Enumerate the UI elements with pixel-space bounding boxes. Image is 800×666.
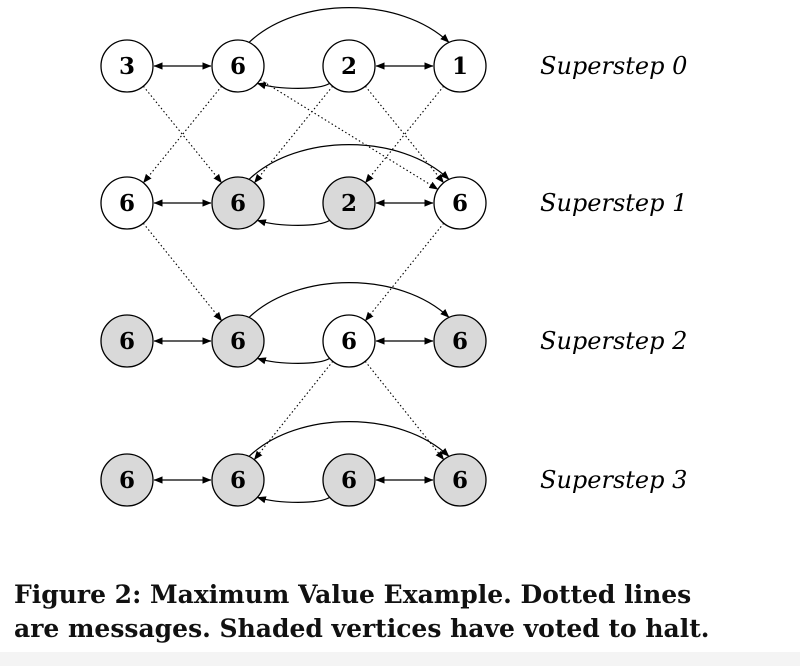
vertex: 6 <box>100 453 154 507</box>
vertex: 2 <box>322 39 376 93</box>
halted-vertex-circle <box>211 176 265 230</box>
directed-edge-bottom <box>256 219 330 227</box>
vertex-value: 3 <box>119 53 135 80</box>
vertex: 6 <box>433 453 487 507</box>
vertex-value: 6 <box>119 467 135 494</box>
active-vertex-circle <box>211 39 265 93</box>
vertex-value: 6 <box>341 328 357 355</box>
halted-vertex-circle <box>433 453 487 507</box>
vertex-value: 6 <box>452 328 468 355</box>
halted-vertex-circle <box>322 453 376 507</box>
directed-edge-top <box>248 282 450 318</box>
active-vertex-circle <box>322 39 376 93</box>
superstep-label: Superstep 3 <box>540 466 687 494</box>
vertex: 1 <box>433 39 487 93</box>
message-arrow <box>253 360 334 461</box>
message-arrow <box>259 79 439 190</box>
vertex: 6 <box>322 453 376 507</box>
caption-line-1: Figure 2: Maximum Value Example. Dotted … <box>14 580 692 609</box>
superstep-label: Superstep 2 <box>540 327 687 355</box>
active-vertex-circle <box>433 176 487 230</box>
vertex: 6 <box>100 314 154 368</box>
vertex: 6 <box>211 176 265 230</box>
message-arrow <box>142 222 223 322</box>
message-arrow <box>142 85 223 184</box>
vertex: 3 <box>100 39 154 93</box>
directed-edge-top <box>248 7 450 43</box>
message-layer <box>142 79 445 461</box>
directed-edge-top <box>248 421 450 457</box>
active-vertex-circle <box>100 176 154 230</box>
vertex: 6 <box>211 453 265 507</box>
caption-line-2: are messages. Shaded vertices have voted… <box>14 614 710 643</box>
vertex: 2 <box>322 176 376 230</box>
message-arrow <box>364 85 445 184</box>
active-vertex-circle <box>322 314 376 368</box>
vertex-value: 6 <box>230 190 246 217</box>
vertex: 6 <box>211 39 265 93</box>
directed-edge-bottom <box>256 357 330 365</box>
halted-vertex-circle <box>211 314 265 368</box>
halted-vertex-circle <box>433 314 487 368</box>
vertex-layer: 3 6 2 1 6 6 2 6 6 6 6 6 6 6 6 6 <box>100 39 487 507</box>
halted-vertex-circle <box>100 314 154 368</box>
figure-caption: Figure 2: Maximum Value Example. Dotted … <box>14 578 794 646</box>
vertex-value: 6 <box>452 467 468 494</box>
message-arrow <box>364 222 445 322</box>
message-arrow <box>364 85 445 184</box>
vertex-value: 6 <box>119 328 135 355</box>
vertex-value: 6 <box>119 190 135 217</box>
superstep-labels: Superstep 0 Superstep 1 Superstep 2 Superst… <box>540 52 687 494</box>
vertex-value: 2 <box>341 53 357 80</box>
vertex-value: 1 <box>452 53 468 80</box>
superstep-label: Superstep 0 <box>540 52 687 80</box>
vertex: 6 <box>100 176 154 230</box>
vertex-value: 6 <box>452 190 468 217</box>
message-arrow <box>364 360 445 461</box>
message-arrow <box>253 85 334 184</box>
vertex: 6 <box>322 314 376 368</box>
directed-edge-bottom <box>256 82 330 90</box>
directed-edge-top <box>248 144 450 180</box>
bottom-strip <box>0 652 800 666</box>
active-vertex-circle <box>100 39 154 93</box>
active-vertex-circle <box>433 39 487 93</box>
message-arrow <box>142 85 223 184</box>
vertex-value: 6 <box>230 467 246 494</box>
vertex-value: 6 <box>230 53 246 80</box>
vertex-value: 6 <box>230 328 246 355</box>
edge-layer <box>153 7 450 504</box>
halted-vertex-circle <box>100 453 154 507</box>
superstep-label: Superstep 1 <box>540 189 687 217</box>
vertex: 6 <box>433 176 487 230</box>
vertex: 6 <box>433 314 487 368</box>
directed-edge-bottom <box>256 496 330 504</box>
halted-vertex-circle <box>211 453 265 507</box>
vertex-value: 6 <box>341 467 357 494</box>
halted-vertex-circle <box>322 176 376 230</box>
vertex: 6 <box>211 314 265 368</box>
vertex-value: 2 <box>341 190 357 217</box>
